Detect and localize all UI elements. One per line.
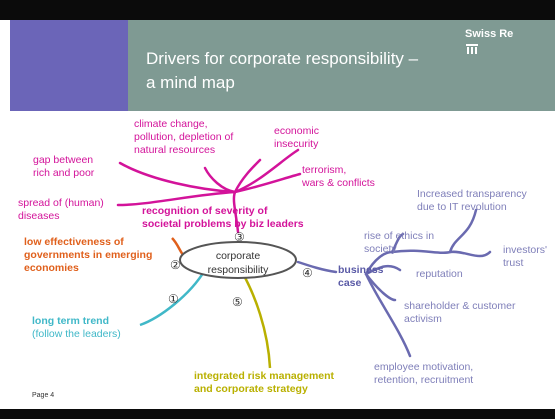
number-1: ① (168, 292, 179, 306)
ethics-node: rise of ethics in society (364, 230, 434, 256)
top-black-bar (0, 0, 555, 20)
reputation-node: reputation (416, 268, 463, 280)
governments-line-2: governments in emerging (24, 249, 153, 261)
business-case-node: business case (338, 264, 384, 290)
governments-line-3: economies (24, 262, 79, 274)
brand-name: Swiss Re (465, 28, 514, 40)
center-node: corporate responsibility (186, 249, 290, 277)
gap-line-2: rich and poor (33, 167, 95, 179)
number-2: ② (170, 258, 181, 272)
number-5: ⑤ (232, 295, 243, 309)
economic-line-1: economic (274, 125, 319, 137)
terrorism-node: terrorism, wars & conflicts (302, 164, 375, 190)
title-line-1: Drivers for corporate responsibility – (146, 49, 419, 68)
employee-line-1: employee motivation, (374, 361, 474, 373)
trend-node: long term trend (follow the leaders) (32, 315, 121, 341)
climate-line-3: natural resources (134, 144, 216, 156)
climate-node: climate change, pollution, depletion of … (134, 118, 233, 157)
severity-node: recognition of severity of societal prob… (142, 205, 304, 231)
investors-line-2: trust (503, 257, 524, 269)
header-band (128, 20, 555, 111)
economic-node: economic insecurity (274, 125, 319, 151)
governments-node: low effectiveness of governments in emer… (24, 236, 152, 275)
risk-line-2: and corporate strategy (194, 383, 308, 395)
risk-node: integrated risk management and corporate… (194, 370, 334, 396)
shareholder-line-2: activism (404, 313, 442, 325)
transparency-node: Increased transparency due to IT revolut… (417, 188, 527, 214)
accent-block (10, 20, 128, 111)
gap-line-1: gap between (33, 154, 94, 166)
business-line-2: case (338, 277, 362, 289)
climate-line-1: climate change, (134, 118, 208, 130)
disease-line-2: diseases (18, 210, 60, 222)
trend-line-1: long term trend (32, 315, 110, 327)
transparency-line-1: Increased transparency (417, 188, 527, 200)
employee-node: employee motivation, retention, recruitm… (374, 361, 473, 387)
page-number: Page 4 (32, 392, 55, 399)
economic-line-2: insecurity (274, 138, 319, 150)
shareholder-node: shareholder & customer activism (404, 300, 515, 326)
investors-line-1: investors' (503, 244, 548, 256)
climate-line-2: pollution, depletion of (134, 131, 234, 143)
investors-node: investors' trust (503, 244, 547, 270)
severity-line-2: societal problems by biz leaders (142, 218, 304, 230)
swiss-re-logo-icon (466, 44, 478, 56)
shareholder-line-1: shareholder & customer (404, 300, 516, 312)
number-4: ④ (302, 266, 313, 280)
ethics-line-1: rise of ethics in (364, 230, 435, 242)
disease-line-1: spread of (human) (18, 197, 104, 209)
number-3: ③ (234, 230, 245, 244)
bottom-black-bar (0, 409, 555, 419)
trend-line-2: (follow the leaders) (32, 328, 121, 340)
governments-line-1: low effectiveness of (24, 236, 124, 248)
slide-title: Drivers for corporate responsibility – a… (146, 47, 446, 95)
risk-line-1: integrated risk management (194, 370, 335, 382)
title-line-2: a mind map (146, 73, 235, 92)
ethics-line-2: society (364, 243, 397, 255)
terror-line-1: terrorism, (302, 164, 347, 176)
center-line-2: responsibility (207, 264, 269, 276)
center-line-1: corporate (215, 250, 261, 262)
terror-line-2: wars & conflicts (302, 177, 375, 189)
gap-node: gap between rich and poor (33, 154, 94, 180)
employee-line-2: retention, recruitment (374, 374, 474, 386)
business-line-1: business (338, 264, 384, 276)
transparency-line-2: due to IT revolution (417, 201, 507, 213)
severity-line-1: recognition of severity of (142, 205, 268, 217)
disease-node: spread of (human) diseases (18, 197, 104, 223)
